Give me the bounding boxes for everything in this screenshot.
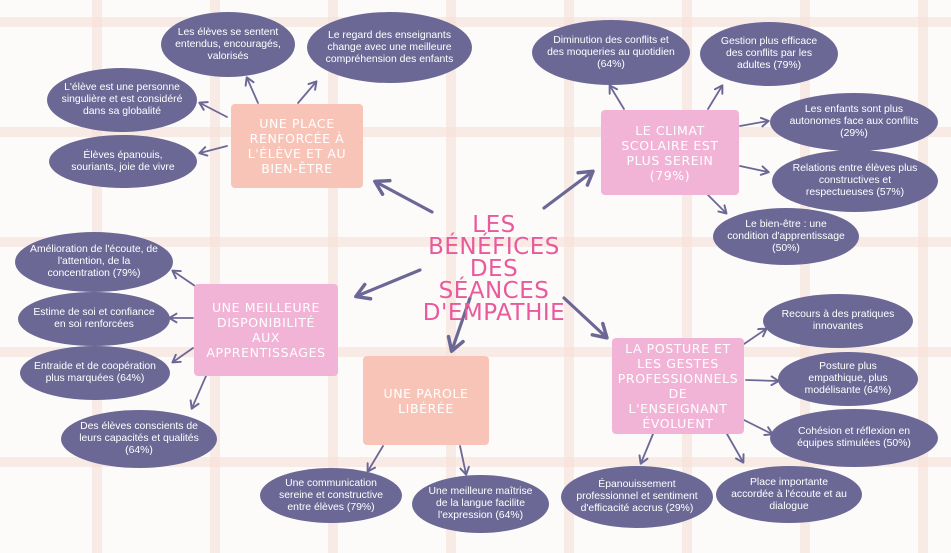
outcome-climat-autonomie: Les enfants sont plus autonomes face aux… [770, 93, 938, 151]
theme-disponibilite-apprentissages: UNE MEILLEURE DISPONIBILITÉ AUX APPRENTI… [194, 284, 338, 376]
arrow-center-climat [542, 169, 595, 210]
arrow-climat-2 [707, 84, 724, 110]
theme-parole-liberee: UNE PAROLE LIBÉRÉE [363, 356, 489, 445]
outcome-disponibilite-ecoute: Amélioration de l'écoute, de l'attention… [15, 232, 173, 292]
outcome-disponibilite-capacites: Des élèves conscients de leurs capacités… [61, 410, 217, 468]
outcome-parole-maitrise-langue: Une meilleure maîtrise de la langue faci… [412, 475, 549, 533]
arrow-posture-5 [638, 433, 654, 465]
arrow-climat-4 [739, 165, 770, 176]
arrow-center-parole [446, 296, 472, 353]
theme-posture-enseignant: LA POSTURE ET LES GESTES PROFESSIONNELS … [612, 338, 744, 434]
outcome-eleve-entendus: Les élèves se sentent entendus, encourag… [161, 12, 295, 77]
arrow-parole-1 [366, 445, 384, 473]
arrow-disponibilite-3 [171, 347, 194, 364]
outcome-climat-bien-etre: Le bien-être : une condition d'apprentis… [713, 208, 859, 265]
outcome-posture-ecoute-dialogue: Place importante accordée à l'écoute et … [716, 466, 862, 523]
arrow-disponibilite-4 [189, 375, 207, 410]
arrow-climat-5 [707, 194, 728, 215]
outcome-climat-gestion-conflits: Gestion plus efficace des conflits par l… [700, 22, 838, 86]
outcome-climat-relations-eleves: Relations entre élèves plus constructive… [772, 150, 938, 212]
arrow-posture-1 [743, 327, 768, 345]
arrow-eleve-1 [244, 76, 259, 104]
outcome-disponibilite-estime-de-soi: Estime de soi et confiance en soi renfor… [18, 292, 170, 346]
arrow-parole-2 [459, 445, 470, 476]
outcome-eleve-epanouis: Élèves épanouis, souriants, joie de vivr… [49, 135, 197, 188]
outcome-posture-cohesion: Cohésion et réflexion en équipes stimulé… [770, 409, 938, 467]
arrow-eleve-3 [198, 101, 228, 118]
outcome-posture-pratiques-innovantes: Recours à des pratiques innovantes [763, 294, 913, 348]
arrow-center-disponibilite [354, 268, 422, 301]
outcome-disponibilite-entraide: Entraide et de coopération plus marquées… [20, 346, 170, 400]
arrow-climat-3 [739, 116, 770, 128]
outcome-eleve-personne-singuliere: L'élève est une personne singulière et e… [47, 68, 197, 132]
arrow-climat-1 [608, 84, 625, 110]
arrow-disponibilite-1 [171, 269, 199, 289]
outcome-eleve-regard-enseignants: Le regard des enseignants change avec un… [307, 12, 472, 83]
outcome-posture-empathique: Posture plus empathique, plus modélisant… [778, 352, 918, 406]
outcome-parole-communication: Une communication sereine et constructiv… [260, 468, 402, 523]
arrow-posture-4 [726, 433, 745, 464]
arrow-eleve-2 [297, 80, 318, 104]
outcome-climat-diminution-conflits: Diminution des conflits et des moqueries… [532, 20, 690, 85]
theme-eleve-bien-etre: UNE PLACE RENFORCÉE À L'ÉLÈVE ET AU BIEN… [231, 104, 363, 188]
outcome-posture-epanouissement-professionnel: Épanouissement professionnel et sentimen… [561, 466, 713, 528]
arrow-center-posture [562, 296, 609, 340]
arrow-posture-2 [745, 375, 780, 387]
arrow-eleve-4 [198, 145, 228, 157]
arrow-posture-3 [743, 419, 774, 436]
arrow-center-eleve [373, 178, 434, 214]
central-title: LES BÉNÉFICES DES SÉANCES D'EMPATHIE [422, 212, 566, 326]
theme-climat-scolaire: LE CLIMAT SCOLAIRE EST PLUS SEREIN (79%) [601, 110, 739, 195]
